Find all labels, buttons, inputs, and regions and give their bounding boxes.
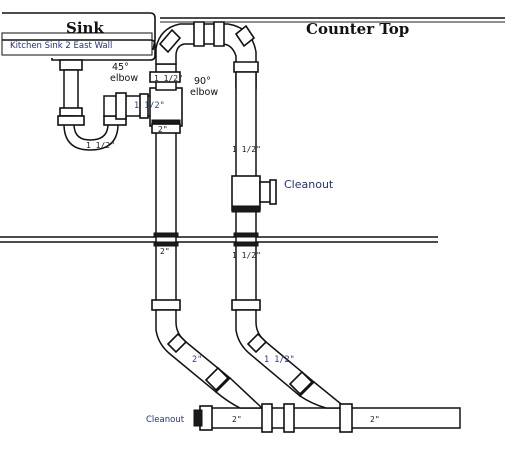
right-diag-fitting-1 [246,332,268,354]
size-left-lower: 2" [160,247,170,256]
drain-coupling-1 [261,403,273,433]
size-right-lower: 1 1/2" [232,251,261,260]
size-trap-arm: 1 1/2" [134,101,165,111]
sink-subtitle: Kitchen Sink 2 East Wall [10,41,112,51]
size-right-diagonal: 1 1/2" [264,355,295,365]
elbow-joint-drop [233,61,259,73]
elbow-45-label-line1: 45° [112,62,129,73]
size-elbow-top: 1 1/2" [154,74,183,83]
cleanout-plug [269,179,277,205]
size-p-trap: 1 1/2" [86,141,115,150]
building-drain-pipe [207,407,461,429]
left-stack-coupling-bottom [151,299,181,311]
bottom-cleanout-plug [193,409,203,427]
elbow-90-label-line1: 90° [194,76,211,87]
trap-arm-adapter [139,93,149,119]
left-stack-break-top [153,232,179,238]
cleanout-bottom-label: Cleanout [146,415,185,425]
size-left-upper: 2" [158,125,168,134]
trap-slip-nut-left [57,115,85,126]
size-bottom-right: 2" [370,415,380,424]
right-stack-break-bottom [233,241,259,247]
bottom-wye-left [214,376,264,409]
left-stack-break-bottom [153,241,179,247]
cleanout-right-label: Cleanout [284,178,334,191]
sink-subtitle-box [1,32,153,56]
left-diag-fitting-1 [166,332,188,354]
elbow-45-label-line2: elbow [110,73,138,84]
right-stack-break-top [233,232,259,238]
trap-arm-nut [115,92,127,120]
cleanout-tee [231,175,261,211]
elbow-joint-left [158,28,182,54]
left-stack-pipe [155,125,177,303]
size-right-upper: 1 1/2" [232,145,261,154]
sink-title: Sink [66,19,104,37]
elbow-90-label-line2: elbow [190,87,218,98]
elbow-joint-top-left [193,21,205,47]
elbow-45-hub [149,71,181,83]
size-bottom-left: 2" [232,415,242,424]
counter-top-title: Counter Top [306,20,409,38]
size-left-diagonal: 2" [192,355,202,365]
drain-coupling-2 [283,403,295,433]
left-stack-coupling-top [151,123,181,134]
slip-nut-top [59,107,83,117]
strainer-nut [59,59,83,71]
countertop-line [2,12,505,51]
drain-coupling-3 [339,403,353,433]
cleanout-tee-hub [231,205,261,213]
elbow-joint-right [234,24,256,48]
right-diag-fitting-2 [288,370,314,396]
elbow-joint-top-right [213,21,225,47]
right-stack-coupling-bottom [231,299,261,311]
left-diag-fitting-2 [204,366,230,392]
